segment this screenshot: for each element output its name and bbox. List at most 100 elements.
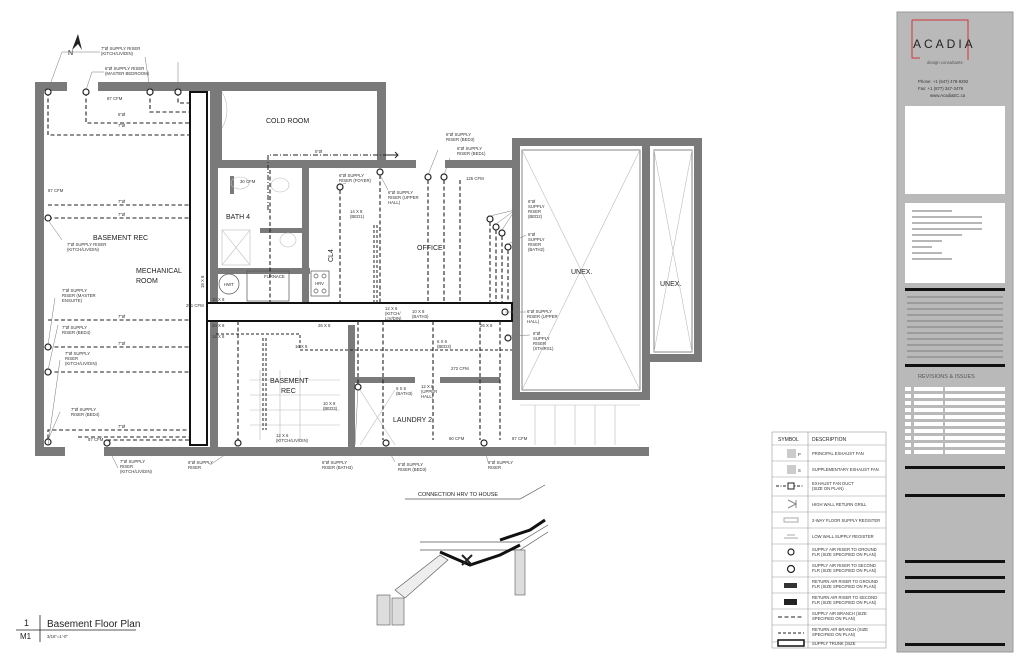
supply-riser-icon: [44, 88, 52, 96]
riser-note: RISER (BED4): [71, 412, 100, 417]
riser-note: 6"Ø SUPPLY RISER: [105, 66, 144, 71]
duct-size: 7"Ø: [118, 123, 126, 128]
room-label-basement-rec: BASEMENT REC: [93, 235, 148, 242]
riser-note: (KITCH/LIV/DIN): [65, 361, 98, 366]
duct-size: (BED3): [437, 344, 452, 349]
riser-note: 6"Ø SUPPLY: [339, 173, 364, 178]
riser-note: (BATH2): [528, 247, 545, 252]
riser-note: RISER: [188, 465, 201, 470]
riser-note: 6"Ø SUPPLY: [446, 132, 471, 137]
supply-riser-icon: [82, 88, 90, 96]
website: www.AcadiaEC.ca: [930, 93, 966, 98]
riser-note: RISER: [120, 464, 133, 469]
duct-size: 16 X 8: [295, 344, 308, 349]
svg-text:SUPPLEMENTARY EXHAUST FAN: SUPPLEMENTARY EXHAUST FAN: [812, 467, 879, 472]
svg-text:FLR (SIZE SPECIFIED ON PLAN): FLR (SIZE SPECIFIED ON PLAN): [812, 552, 877, 557]
label-hwt: HWT: [224, 282, 234, 287]
duct-size: 6 X 6: [396, 386, 407, 391]
riser-note: RISER: [528, 209, 541, 214]
supply-branches: [47, 92, 512, 445]
riser-note: HALL): [527, 319, 540, 324]
riser-note: SUPPLY: [533, 336, 550, 341]
duct-size: 18 X 8: [200, 275, 205, 288]
supply-riser-icon: [424, 173, 432, 181]
riser-note: 6"Ø SUPPLY: [457, 146, 482, 151]
cfm-label: 87 CFM: [107, 96, 123, 101]
cfm-label: 272 CFM: [451, 366, 469, 371]
svg-text:RETURN AIR RISER TO GROUND: RETURN AIR RISER TO GROUND: [812, 579, 878, 584]
floor-register-icon: [783, 517, 799, 523]
cfm-label: 87 CFM: [512, 436, 528, 441]
room-label-mechanical: ROOM: [136, 278, 158, 285]
supply-riser-icon: [440, 173, 448, 181]
room-label-laundry2: LAUNDRY 2: [393, 417, 432, 424]
return-grill-icon: [787, 499, 798, 509]
room-label-cold-room: COLD ROOM: [266, 118, 309, 125]
acadia-logo: ACADIA design consultants: [911, 19, 973, 65]
horizontal-supply-trunk: [206, 302, 513, 322]
duct-size: HALL): [421, 394, 434, 399]
duct-size: 6 X 6: [437, 339, 448, 344]
room-labels: COLD ROOM BASEMENT REC MECHANICAL ROOM B…: [93, 118, 681, 424]
supply-riser-icon: [486, 215, 494, 223]
riser-note: 6"Ø SUPPLY: [527, 309, 552, 314]
riser-note: RISER: [488, 465, 501, 470]
riser-note: (STAIRS1): [533, 346, 554, 351]
room-label-office: OFFICE: [417, 245, 443, 252]
supplementary-exhaust-fan-icon: S: [787, 465, 801, 474]
riser-note: RISER (MASTER: [62, 293, 96, 298]
supply-risers: [44, 88, 512, 447]
riser-note: 6"Ø SUPPLY: [388, 190, 413, 195]
duct-size: 6"Ø: [118, 112, 126, 117]
riser-note: RISER (UPPER: [388, 195, 419, 200]
svg-text:SPECIFIED ON PLAN): SPECIFIED ON PLAN): [812, 632, 856, 637]
duct-size: 12 X 6: [385, 306, 398, 311]
logo-subtitle: design consultants: [927, 60, 963, 65]
riser-note: RISER (BED3): [446, 137, 475, 142]
svg-text:HIGH WALL RETURN GRILL: HIGH WALL RETURN GRILL: [812, 502, 867, 507]
cfm-label: 87 CFM: [48, 188, 64, 193]
supply-riser-icon: [376, 168, 384, 176]
view-number: 1: [24, 618, 29, 628]
svg-text:SPECIFIED ON PLAN): SPECIFIED ON PLAN): [812, 616, 856, 621]
duct-size: 7"Ø: [118, 341, 126, 346]
duct-size: (KITCH/LIV/DIN): [276, 438, 309, 443]
duct-size: 10 X 8: [412, 309, 425, 314]
duct-size: 12 X 8: [421, 384, 434, 389]
cfm-label: 291 CFM: [186, 303, 204, 308]
svg-text:RETURN AIR BRANCH (SIZE: RETURN AIR BRANCH (SIZE: [812, 627, 868, 632]
svg-text:PRINCIPAL EXHAUST FAN: PRINCIPAL EXHAUST FAN: [812, 451, 864, 456]
riser-note: RISER: [528, 242, 541, 247]
svg-text:FLR (SIZE SPECIFIED ON PLAN): FLR (SIZE SPECIFIED ON PLAN): [812, 600, 877, 605]
plan-title: Basement Floor Plan: [47, 619, 140, 630]
duct-size: LIV/DIN): [385, 316, 402, 321]
supply-riser-ground-icon: [787, 548, 795, 556]
phone-number: Phone: +1 (647) 478-9292: [918, 79, 969, 84]
room-label-bath4: BATH 4: [226, 214, 250, 221]
cfm-label: 87 CFM: [88, 437, 104, 442]
duct-size: 10 X 8: [323, 401, 336, 406]
duct-size: 12 X 6: [276, 433, 289, 438]
riser-note: 6"Ø SUPPLY: [398, 462, 423, 467]
svg-text:SUPPLY TRUNK (SIZE: SUPPLY TRUNK (SIZE: [812, 641, 856, 646]
riser-note: 7"Ø SUPPLY: [65, 351, 90, 356]
duct-size: 7"Ø: [118, 314, 126, 319]
svg-text:RETURN AIR RISER TO SECOND: RETURN AIR RISER TO SECOND: [812, 595, 877, 600]
svg-text:SUPPLY AIR RISER TO SECOND: SUPPLY AIR RISER TO SECOND: [812, 563, 876, 568]
riser-note: 6"Ø: [528, 232, 536, 237]
duct-size: (BATH3): [412, 314, 429, 319]
svg-text:FLR (SIZE SPECIFIED ON PLAN): FLR (SIZE SPECIFIED ON PLAN): [812, 568, 877, 573]
supply-riser-icon: [336, 183, 344, 191]
duct-size-labels: 7"Ø 6"Ø 7"Ø 7"Ø 7"Ø 7"Ø 7"Ø 5"Ø 14 X 8 (…: [118, 112, 493, 443]
duct-size: 7"Ø: [118, 199, 126, 204]
duct-size: (BED3): [323, 406, 338, 411]
duct-size: 14 X 8: [350, 209, 363, 214]
supply-riser-icon: [44, 214, 52, 222]
riser-note: (MASTER BEDROOM): [105, 71, 150, 76]
low-wall-register-icon: [784, 534, 798, 539]
duct-size: 20 X 8: [212, 323, 225, 328]
supply-riser-icon: [382, 439, 390, 447]
riser-note: 7"Ø SUPPLY: [62, 288, 87, 293]
exhaust-fan-duct-icon: [776, 482, 804, 490]
room-label-cl4: CL4: [328, 249, 335, 262]
